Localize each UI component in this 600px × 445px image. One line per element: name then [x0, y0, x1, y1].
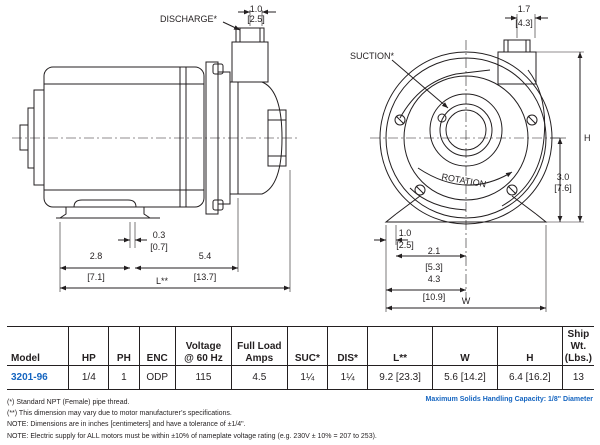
- table-header-row: Model HP PH ENC Voltage@ 60 Hz Full Load…: [7, 326, 594, 366]
- header-voltage-line2: @ 60 Hz: [184, 353, 223, 364]
- dim-28-value: 2.8: [90, 251, 103, 261]
- dim-03-metric: [0.7]: [150, 242, 168, 252]
- header-w: W: [432, 326, 498, 366]
- specifications-table: Model HP PH ENC Voltage@ 60 Hz Full Load…: [7, 326, 594, 390]
- cell-voltage: 115: [174, 365, 232, 390]
- pump-dimension-drawing: DISCHARGE* 1.0 [2.5] 2.8 [7.1] 0.3 [0.7]…: [12, 4, 591, 312]
- cell-model: 3201-96: [7, 365, 69, 390]
- cell-amps: 4.5: [231, 365, 288, 390]
- motor-body: [19, 66, 205, 208]
- header-ship: Ship Wt.(Lbs.): [561, 326, 594, 366]
- solids-capacity-note: Maximum Solids Handling Capacity: 1/8" D…: [425, 396, 593, 403]
- suction-label: SUCTION*: [350, 51, 395, 61]
- dim-54-metric: [13.7]: [194, 272, 217, 282]
- header-enc: ENC: [138, 326, 176, 366]
- cell-l: 9.2 [23.3]: [367, 365, 433, 390]
- dim-54-value: 5.4: [199, 251, 212, 261]
- dim-discharge-metric: [2.5]: [247, 14, 265, 24]
- volute-lobes: [399, 69, 546, 211]
- discharge-label: DISCHARGE*: [160, 14, 218, 24]
- dim-21-metric: [5.3]: [425, 262, 443, 272]
- table-row: 3201-96 1/4 1 ODP 115 4.5 1¼ 1¼ 9.2 [23.…: [7, 365, 594, 390]
- header-ship-line1: Ship Wt.: [567, 329, 590, 352]
- dim-17-metric: [4.3]: [515, 18, 533, 28]
- header-voltage: Voltage@ 60 Hz: [174, 326, 232, 366]
- header-full-load-line1: Full Load: [237, 341, 282, 352]
- header-full-load-line2: Amps: [245, 353, 274, 364]
- cell-dis: 1¼: [327, 365, 368, 390]
- dim-w-label: W: [462, 296, 471, 306]
- header-ph: PH: [108, 326, 140, 366]
- cell-suc: 1¼: [286, 365, 328, 390]
- header-dis: DIS*: [327, 326, 368, 366]
- cell-h: 6.4 [16.2]: [496, 365, 563, 390]
- dim-10-metric: [2.5]: [396, 240, 414, 250]
- side-view: [12, 9, 298, 292]
- dim-h-label: H: [584, 133, 591, 143]
- dim-discharge-value: 1.0: [250, 4, 263, 14]
- mounting-bolts: [394, 114, 538, 196]
- cell-ship: 13: [561, 365, 594, 390]
- dim-30-metric: [7.6]: [554, 183, 572, 193]
- discharge-port-front: [497, 39, 537, 85]
- header-suc: SUC*: [286, 326, 328, 366]
- header-hp: HP: [68, 326, 109, 366]
- dim-l-label: L**: [156, 276, 169, 286]
- footnote-2: (**) This dimension may vary due to moto…: [7, 410, 232, 418]
- header-model: Model: [7, 326, 69, 366]
- dim-30-value: 3.0: [557, 172, 570, 182]
- footnote-3: NOTE: Dimensions are in inches [centimet…: [7, 421, 246, 429]
- dim-28-metric: [7.1]: [87, 272, 105, 282]
- footnote-1: (*) Standard NPT (Female) pipe thread.: [7, 399, 130, 406]
- cell-hp: 1/4: [68, 365, 109, 390]
- rotation-arrow: [417, 167, 513, 186]
- dim-17-value: 1.7: [518, 4, 531, 14]
- front-view: [370, 14, 584, 312]
- footnote-4: NOTE: Electric supply for ALL motors mus…: [7, 432, 377, 440]
- dim-10-value: 1.0: [399, 228, 412, 238]
- dim-21-value: 2.1: [428, 246, 441, 256]
- header-ship-line2: (Lbs.): [564, 353, 592, 364]
- motor-mounting-foot: [56, 199, 160, 219]
- dim-43-value: 4.3: [428, 274, 441, 284]
- discharge-port: [231, 27, 269, 83]
- cell-enc: ODP: [138, 365, 176, 390]
- dim-03-value: 0.3: [153, 230, 166, 240]
- header-h: H: [496, 326, 563, 366]
- header-l: L**: [367, 326, 433, 366]
- rotation-label: ROTATION: [441, 172, 487, 190]
- cell-ph: 1: [108, 365, 140, 390]
- cell-w: 5.6 [14.2]: [432, 365, 498, 390]
- footnotes: (*) Standard NPT (Female) pipe thread. (…: [7, 397, 377, 442]
- header-voltage-line1: Voltage: [185, 341, 222, 352]
- dim-43-metric: [10.9]: [423, 292, 446, 302]
